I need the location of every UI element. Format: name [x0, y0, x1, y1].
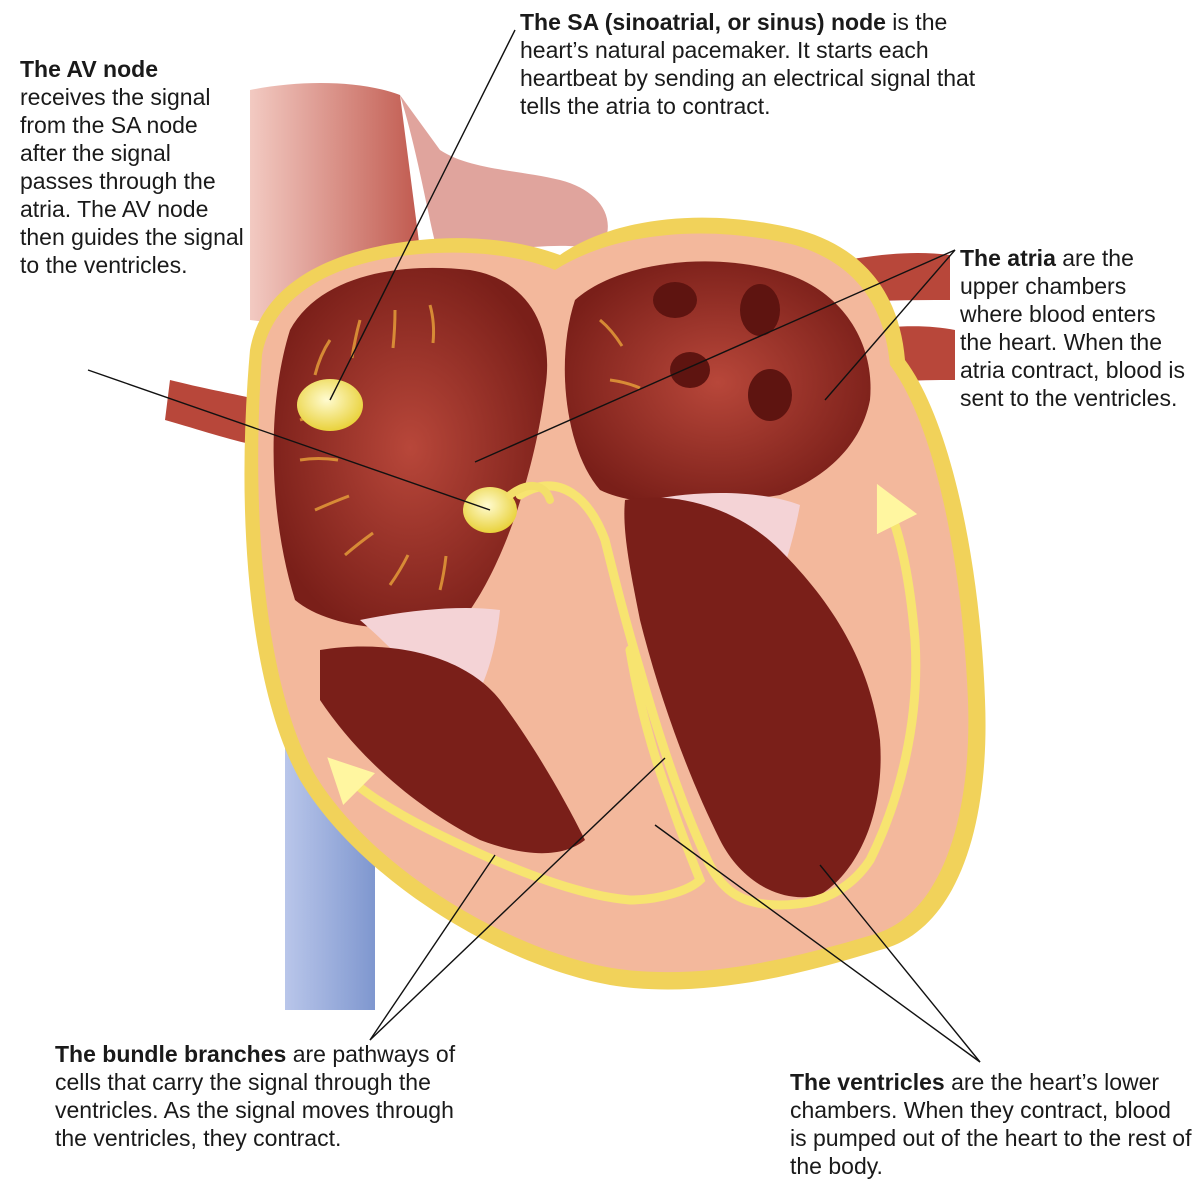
sa-node-title: The SA (sinoatrial, or sinus) node — [520, 9, 886, 35]
sa-node-callout: The SA (sinoatrial, or sinus) node is th… — [520, 8, 990, 120]
bundle-branches-title: The bundle branches — [55, 1041, 286, 1067]
bundle-branches-callout: The bundle branches are pathways of cell… — [55, 1040, 475, 1152]
av-node-callout: The AV node receives the signal from the… — [20, 55, 250, 279]
atria-title: The atria — [960, 245, 1056, 271]
pulmonary-opening-4 — [748, 369, 792, 421]
sa-node — [297, 379, 363, 431]
av-node-description: receives the signal from the SA node aft… — [20, 84, 244, 278]
pulmonary-opening-1 — [653, 282, 697, 318]
left-atrium-chamber — [565, 261, 871, 503]
pulmonary-opening-2 — [740, 284, 780, 336]
atria-callout: The atria are the upper chambers where b… — [960, 244, 1192, 412]
ventricles-callout: The ventricles are the heart’s lower cha… — [790, 1068, 1192, 1180]
ventricles-title: The ventricles — [790, 1069, 945, 1095]
pulmonary-opening-3 — [670, 352, 710, 388]
av-node-title: The AV node — [20, 56, 158, 82]
